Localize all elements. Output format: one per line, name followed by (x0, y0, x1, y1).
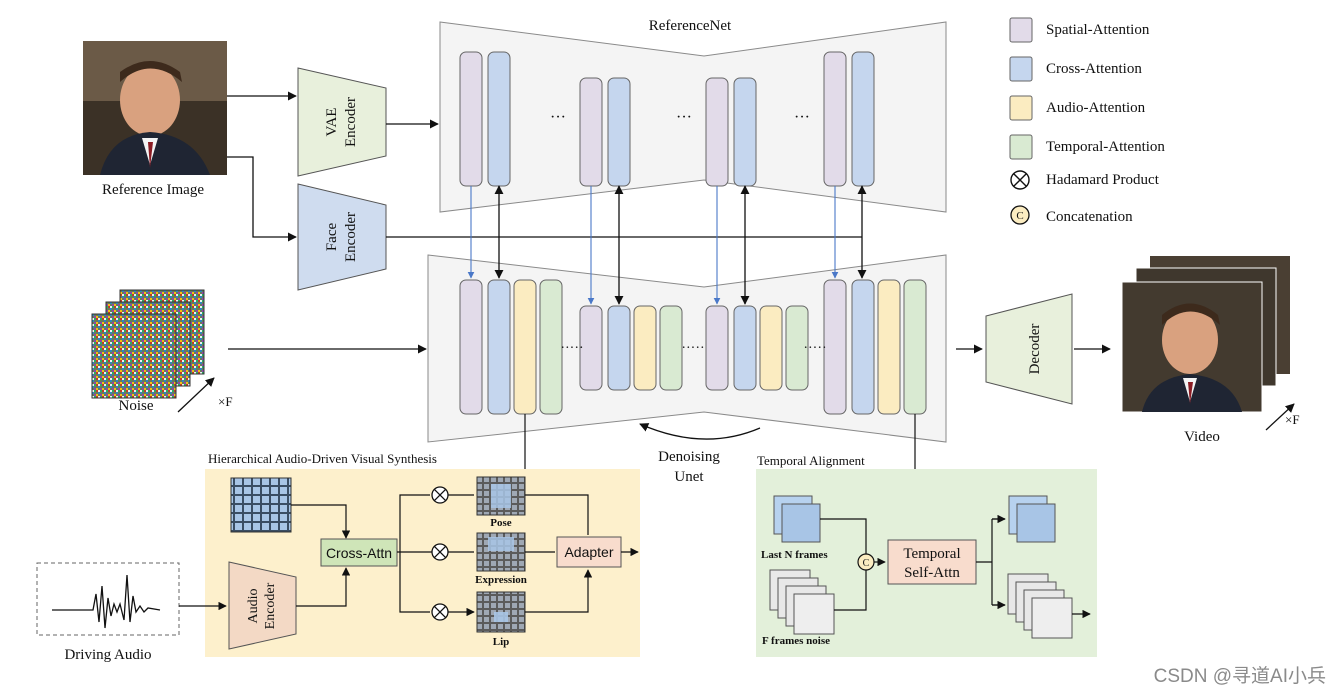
concat-icon-letter: C (1016, 210, 1023, 222)
temporal-self-attn-box (887, 539, 977, 585)
legend-item: C Concatenation (1010, 205, 1133, 225)
noise-stack (91, 289, 205, 399)
expression-label: Expression (475, 574, 527, 586)
referencenet-ellipsis-1: ··· (550, 109, 566, 126)
adapter-label: Adapter (564, 544, 613, 560)
masks-to-adapter (525, 494, 588, 613)
legend-label: Temporal-Attention (1046, 139, 1165, 155)
video-frames (1121, 256, 1290, 413)
watermark: CSDN @寻道AI小兵 (1154, 665, 1326, 687)
hadamard-expression (431, 543, 449, 561)
face-encoder-label-2: Encoder (343, 212, 359, 262)
legend-swatch (1009, 134, 1033, 160)
unet-blocks (459, 279, 927, 415)
f-frames-noise-stack (769, 569, 835, 635)
output-frames-bottom (1007, 573, 1073, 639)
hierarchical-title: Hierarchical Audio-Driven Visual Synthes… (208, 451, 437, 466)
arrow-image-to-face (227, 156, 297, 242)
noise-times-f: ×F (218, 394, 233, 409)
legend-label: Spatial-Attention (1046, 22, 1150, 38)
noise-label: Noise (119, 398, 154, 414)
denoising-label-1: Denoising (658, 449, 720, 465)
cross-attn-label: Cross-Attn (326, 545, 392, 561)
face-encoder-shape (297, 183, 387, 291)
pose-label: Pose (490, 517, 512, 529)
decoder-label: Decoder (1027, 324, 1043, 375)
adapter-box (556, 536, 622, 568)
temporal-self-attn-label-2: Self-Attn (904, 565, 960, 581)
lip-label: Lip (493, 636, 510, 648)
legend-item: Audio-Attention (1009, 95, 1146, 121)
audio-encoder-label-2: Encoder (263, 582, 278, 629)
output-frames-top (1008, 495, 1056, 543)
noise-frames-arrow (177, 377, 215, 413)
referencenet-ellipsis-3: ··· (794, 109, 810, 126)
vae-encoder-label-2: Encoder (343, 97, 359, 147)
unet-ellipsis-1: ····· (560, 341, 583, 356)
arrow-grid-to-crossattn (291, 504, 351, 539)
denoising-loop-arrow (639, 423, 761, 440)
driving-audio-label: Driving Audio (64, 647, 151, 663)
face-encoder-label-1: Face (324, 223, 340, 252)
concat-letter: C (863, 558, 870, 569)
reference-image-label: Reference Image (102, 182, 204, 198)
legend-label: Concatenation (1046, 209, 1133, 225)
referencenet-to-unet-connectors (467, 185, 867, 305)
frames-to-concat (820, 518, 867, 611)
audio-waveform (52, 574, 161, 629)
hadamard-to-masks (448, 494, 474, 612)
vae-encoder-shape (297, 67, 387, 177)
last-n-frames-label: Last N frames (761, 549, 828, 561)
audio-encoder-label-1: Audio (246, 589, 261, 624)
legend-swatch (1009, 17, 1033, 43)
concat-icon (1010, 205, 1030, 225)
legend-label: Hadamard Product (1046, 172, 1160, 188)
legend-swatch (1009, 56, 1033, 82)
hadamard-pose (431, 486, 449, 504)
video-frames-arrow (1265, 403, 1295, 431)
legend-item: Spatial-Attention (1009, 17, 1150, 43)
last-n-frames-stack (773, 495, 821, 543)
decoder-shape (985, 293, 1073, 405)
legend-item: Hadamard Product (1010, 170, 1160, 190)
arrow-audioenc-to-crossattn (296, 567, 351, 607)
temporal-self-attn-label-1: Temporal (903, 546, 960, 562)
f-frames-noise-label: F frames noise (762, 635, 830, 647)
video-times-f: ×F (1285, 412, 1300, 427)
referencenet-title: ReferenceNet (649, 18, 732, 34)
legend-label: Audio-Attention (1046, 100, 1146, 116)
legend-item: Temporal-Attention (1009, 134, 1165, 160)
unet-ellipsis-2: ····· (681, 341, 704, 356)
legend-label: Cross-Attention (1046, 61, 1142, 77)
legend-swatch (1009, 95, 1033, 121)
hadamard-lip (431, 603, 449, 621)
video-label: Video (1184, 429, 1220, 445)
visual-feature-grid (230, 477, 292, 533)
selfattn-outputs (976, 518, 1005, 606)
unet-ellipsis-3: ····· (803, 341, 826, 356)
denoising-label-2: Unet (674, 469, 704, 485)
reference-image (83, 41, 227, 175)
temporal-title: Temporal Alignment (757, 453, 865, 468)
audio-encoder-shape (228, 561, 297, 650)
legend: Spatial-AttentionCross-AttentionAudio-At… (1009, 17, 1165, 225)
vae-encoder-label-1: VAE (324, 108, 340, 137)
referencenet-ellipsis-2: ··· (676, 109, 692, 126)
legend-item: Cross-Attention (1009, 56, 1142, 82)
